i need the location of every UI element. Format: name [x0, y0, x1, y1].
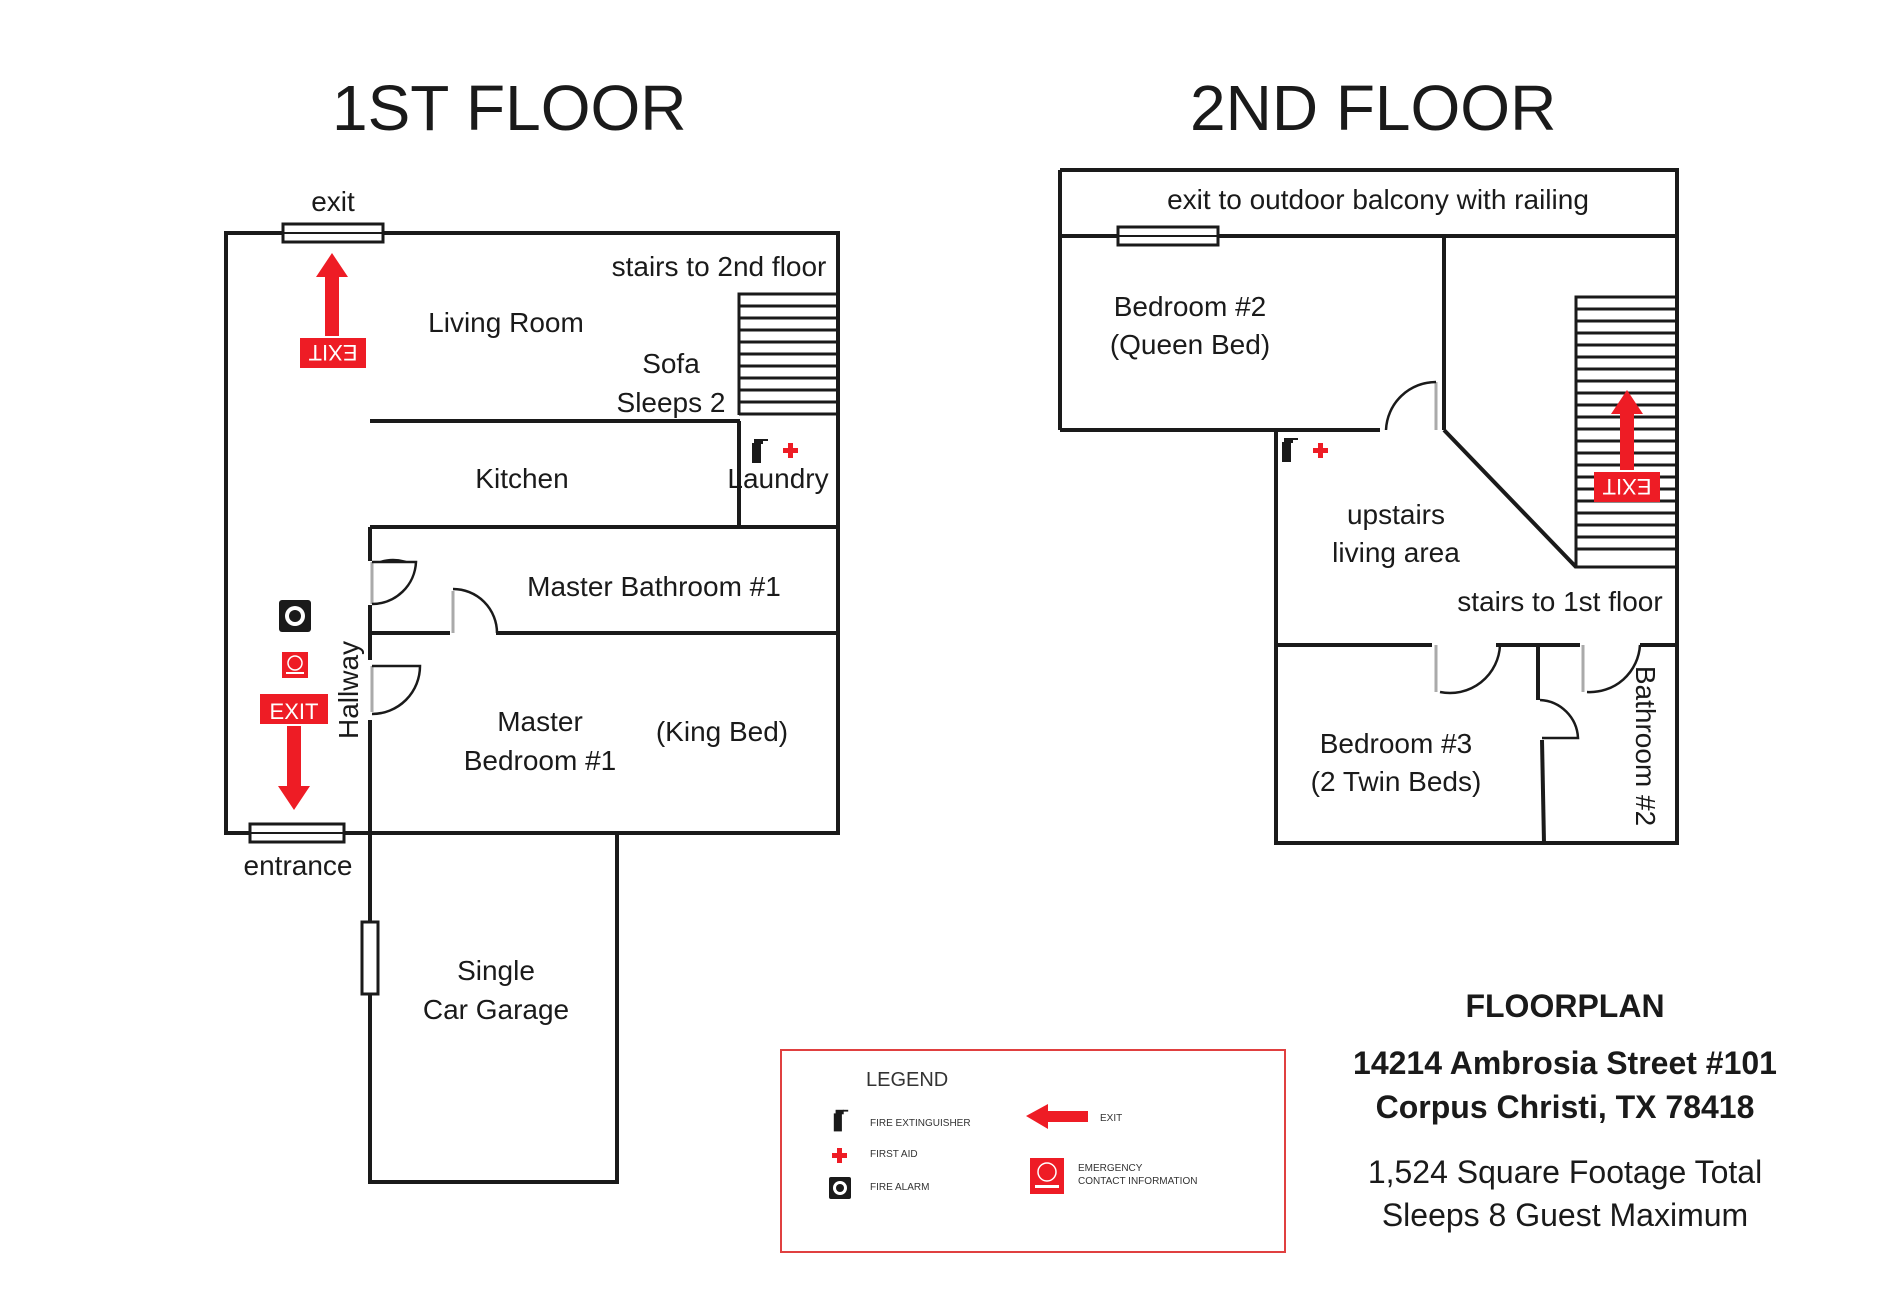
king-bed-label: (King Bed) [656, 716, 788, 747]
exit-label: exit [311, 186, 355, 217]
stairs-to-1st-label: stairs to 1st floor [1457, 586, 1662, 617]
exit-sign-text-1: EXIT [309, 340, 358, 365]
hallway-label: Hallway [333, 641, 364, 739]
bedroom3-label-line1: Bedroom #3 [1320, 728, 1473, 759]
exit-sign-text-3: EXIT [1603, 474, 1652, 499]
exit-arrow-down-icon: EXIT [260, 694, 328, 810]
legend-title: LEGEND [866, 1069, 948, 1091]
garage-door [360, 920, 380, 996]
laundry-label: Laundry [727, 463, 828, 494]
address-line1: 14214 Ambrosia Street #101 [1353, 1045, 1777, 1081]
balcony-label: exit to outdoor balcony with railing [1167, 184, 1589, 215]
living-room-label: Living Room [428, 307, 584, 338]
legend-first-aid-icon [832, 1148, 847, 1163]
exit-sign-text-2: EXIT [270, 699, 319, 724]
legend-fire-alarm: FIRE ALARM [870, 1182, 929, 1193]
master-bedroom-label-line1: Master [497, 706, 583, 737]
sleeps-max: Sleeps 8 Guest Maximum [1382, 1197, 1748, 1233]
upstairs-living-label-line1: upstairs [1347, 499, 1445, 530]
floor1-title: 1ST FLOOR [332, 72, 686, 144]
legend-fire-alarm-icon [829, 1177, 851, 1199]
exit-arrow-up-icon-2: EXIT [1594, 390, 1660, 502]
floor2-title: 2ND FLOOR [1190, 72, 1556, 144]
legend-exit: EXIT [1100, 1113, 1122, 1124]
sofa-label-line2: Sleeps 2 [617, 387, 726, 418]
garage-label-line2: Car Garage [423, 994, 569, 1025]
square-footage: 1,524 Square Footage Total [1368, 1154, 1762, 1190]
legend-emergency-line1: EMERGENCY [1078, 1163, 1143, 1174]
floorplan-heading: FLOORPLAN [1465, 988, 1664, 1024]
fire-extinguisher-icon-2 [1282, 438, 1298, 462]
floor1-doors [368, 558, 499, 720]
legend-emergency-icon [1030, 1158, 1064, 1194]
bedroom3-label-line2: (2 Twin Beds) [1311, 766, 1482, 797]
entrance-label: entrance [244, 850, 353, 881]
master-bathroom-label: Master Bathroom #1 [527, 571, 781, 602]
bathroom2-label: Bathroom #2 [1630, 666, 1661, 826]
floor1-walls [224, 231, 840, 1184]
stairs-to-2nd-label: stairs to 2nd floor [612, 251, 827, 282]
sofa-label-line1: Sofa [642, 348, 700, 379]
fire-alarm-icon [279, 600, 311, 632]
legend: LEGEND FIRE EXTINGUISHER FIRST AID FIRE … [780, 1049, 1286, 1253]
upstairs-living-label-line2: living area [1332, 537, 1460, 568]
garage-label-line1: Single [457, 955, 535, 986]
emergency-contact-icon [282, 652, 308, 678]
exit-arrow-up-icon: EXIT [300, 253, 366, 368]
bedroom2-label-line1: Bedroom #2 [1114, 291, 1267, 322]
kitchen-label: Kitchen [475, 463, 568, 494]
legend-emergency-line2: CONTACT INFORMATION [1078, 1176, 1197, 1187]
floor2-doors [1384, 380, 1642, 740]
fire-extinguisher-icon [752, 439, 768, 463]
property-info: FLOORPLAN 14214 Ambrosia Street #101 Cor… [1353, 988, 1777, 1233]
address-line2: Corpus Christi, TX 78418 [1376, 1089, 1755, 1125]
legend-exit-arrow-icon [1026, 1104, 1088, 1129]
first-aid-icon-2 [1313, 443, 1328, 458]
legend-fire-extinguisher: FIRE EXTINGUISHER [870, 1118, 971, 1129]
floor1-stairs [737, 292, 838, 416]
bedroom2-label-line2: (Queen Bed) [1110, 329, 1270, 360]
legend-first-aid: FIRST AID [870, 1149, 918, 1160]
master-bedroom-label-line2: Bedroom #1 [464, 745, 617, 776]
first-aid-icon [783, 443, 798, 458]
floor2-walls [1058, 168, 1679, 845]
